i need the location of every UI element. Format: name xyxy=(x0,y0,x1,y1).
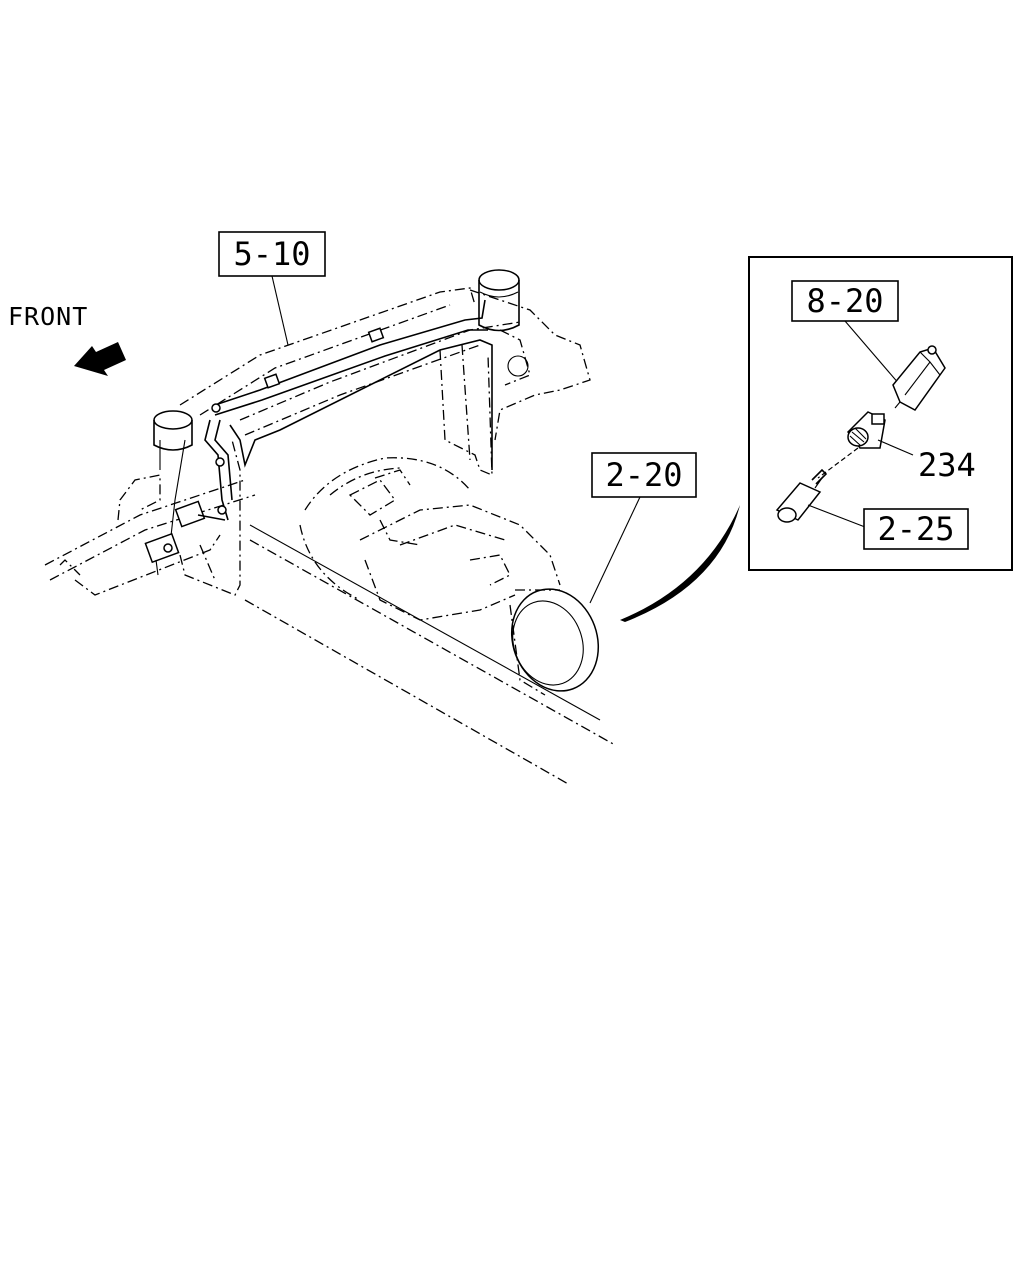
callout-2-25-text: 2-25 xyxy=(877,510,954,548)
pipe-run xyxy=(204,299,493,521)
leader-2-20 xyxy=(589,496,641,604)
callout-2-20: 2-20 xyxy=(591,452,697,498)
sensor-part xyxy=(775,468,828,523)
chassis-frame xyxy=(44,287,616,786)
transmission xyxy=(299,457,600,696)
callout-5-10: 5-10 xyxy=(218,231,326,277)
bracket-part xyxy=(892,345,946,411)
callout-8-20-text: 8-20 xyxy=(806,282,883,320)
speed-switch-part xyxy=(847,411,886,449)
callout-5-10-text: 5-10 xyxy=(233,235,310,273)
part-234-label: 234 xyxy=(918,446,976,484)
callout-2-20-text: 2-20 xyxy=(605,456,682,494)
front-label: FRONT xyxy=(8,302,88,331)
valve-cluster xyxy=(144,500,226,576)
detail-pointer xyxy=(620,505,740,622)
detail-inset: 8-20 234 2-25 xyxy=(748,256,1013,571)
leader-5-10 xyxy=(271,275,289,346)
reservoir-left xyxy=(153,410,193,546)
front-arrow-icon xyxy=(74,342,126,376)
reservoir-right xyxy=(478,269,520,332)
